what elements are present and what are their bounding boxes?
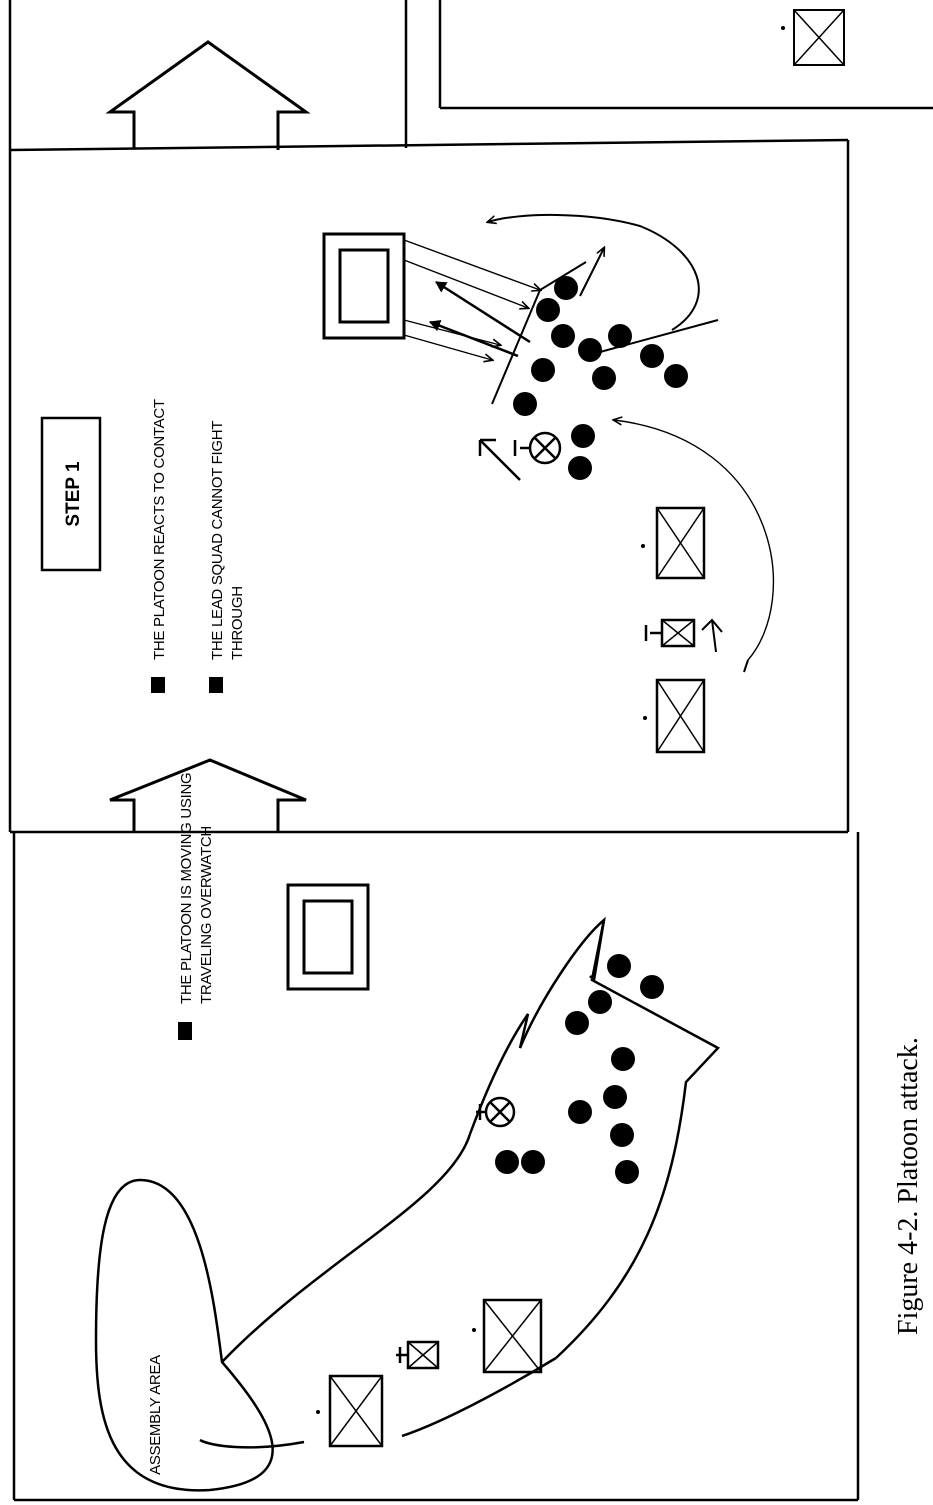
bullet-text: THE PLATOON REACTS TO CONTACT	[151, 399, 168, 660]
bullet-square	[178, 1022, 192, 1040]
approach-leader-symbol	[476, 1096, 516, 1128]
step1-panel	[8, 138, 850, 832]
house-arrow-top	[105, 40, 311, 150]
approach-support-elements	[328, 1298, 543, 1448]
fire-lines	[403, 239, 540, 360]
platoon-dots-approach	[495, 954, 664, 1184]
figure-caption: Figure 4-2. Platoon attack.	[893, 1037, 924, 1335]
bullet-text: THROUGH	[229, 586, 246, 660]
top-partial-panel	[8, 0, 933, 150]
support-elements	[644, 506, 706, 754]
objective-building	[286, 883, 370, 991]
movement-arrow	[221, 916, 606, 1363]
assembly-area: ASSEMBLY AREA	[94, 1178, 274, 1492]
approach-panel	[12, 832, 860, 1502]
enemy-position	[322, 232, 406, 340]
assembly-area-label: ASSEMBLY AREA	[147, 1355, 164, 1475]
bullet-text: THE PLATOON IS MOVING USING	[178, 773, 195, 1004]
dot-marker	[316, 1410, 320, 1414]
step-label: STEP 1	[63, 461, 84, 527]
bullet-square	[209, 677, 223, 693]
dot-marker	[643, 716, 647, 720]
bullet-text: TRAVELING OVERWATCH	[198, 826, 215, 1004]
assembly-connector	[199, 919, 721, 1449]
bullet-square	[151, 677, 165, 693]
platoon-dots-step1	[513, 276, 688, 480]
house-arrow-middle	[109, 758, 307, 832]
bullet-text: THE LEAD SQUAD CANNOT FIGHT	[209, 421, 226, 660]
dot-marker	[641, 544, 645, 548]
step-label-box: STEP 1	[40, 416, 102, 572]
platoon-leader-symbol	[478, 431, 562, 481]
dot-marker	[472, 1328, 476, 1332]
